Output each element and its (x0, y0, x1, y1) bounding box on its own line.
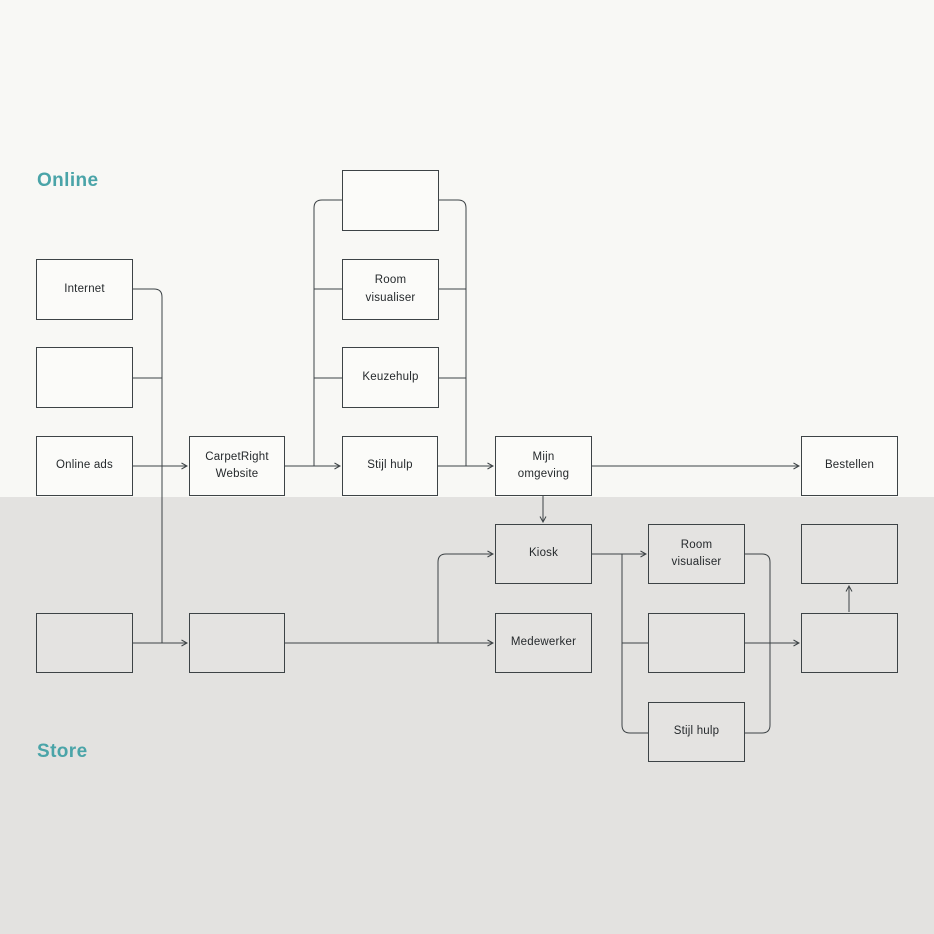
node-online-ads: Online ads (36, 436, 133, 496)
store-section-background (0, 497, 934, 934)
node-stijl-hulp-store: Stijl hulp (648, 702, 745, 762)
node-label-stijl-hulp-store: Stijl hulp (673, 725, 720, 738)
node-label-stijl-hulp-online: Stijl hulp (367, 459, 413, 472)
node-blank-b (342, 170, 439, 231)
node-internet: Internet (36, 259, 133, 320)
node-carpetright-website: CarpetRight Website (189, 436, 285, 496)
node-blank-c (36, 613, 133, 673)
node-label-bestellen: Bestellen (824, 459, 875, 472)
node-kiosk: Kiosk (495, 524, 592, 584)
section-label-store: Store (37, 741, 88, 762)
node-blank-g (801, 613, 898, 673)
node-bestellen: Bestellen (801, 436, 898, 496)
node-label-medewerker: Medewerker (510, 636, 577, 649)
node-label-kiosk: Kiosk (528, 547, 559, 560)
node-medewerker: Medewerker (495, 613, 592, 673)
node-mijn-omgeving: Mijn omgeving (495, 436, 592, 496)
node-label-carpetright-website: CarpetRight Website (205, 450, 269, 480)
node-keuzehulp: Keuzehulp (342, 347, 439, 408)
online-section-background (0, 0, 934, 497)
node-label-room-visualiser-online: Room visualiser (365, 274, 416, 304)
node-label-room-visualiser-store: Room visualiser (671, 538, 722, 568)
node-stijl-hulp-online: Stijl hulp (342, 436, 438, 496)
node-blank-f (801, 524, 898, 584)
node-label-mijn-omgeving: Mijn omgeving (517, 450, 570, 480)
node-blank-a (36, 347, 133, 408)
node-label-internet: Internet (64, 282, 105, 295)
node-room-visualiser-online: Room visualiser (342, 259, 439, 320)
node-blank-d (189, 613, 285, 673)
node-label-online-ads: Online ads (56, 459, 113, 472)
node-blank-e (648, 613, 745, 673)
section-label-online: Online (37, 170, 99, 191)
node-label-keuzehulp: Keuzehulp (362, 370, 419, 383)
node-room-visualiser-store: Room visualiser (648, 524, 745, 584)
